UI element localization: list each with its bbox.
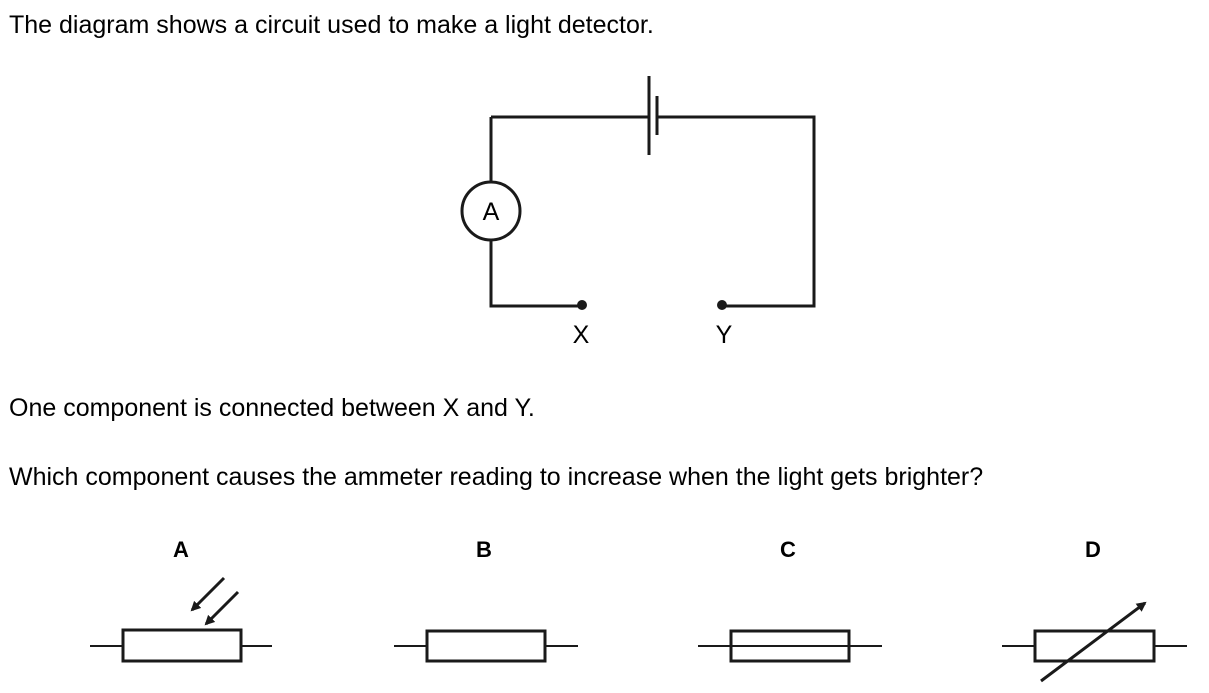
cell-icon (647, 76, 659, 155)
circuit-diagram: A X Y (460, 76, 816, 349)
option-a-label: A (173, 537, 189, 562)
resistor-icon (394, 629, 578, 663)
option-c[interactable]: C (698, 537, 882, 663)
option-b[interactable]: B (394, 537, 578, 663)
fuse-icon (698, 629, 882, 663)
terminal-x (577, 300, 587, 310)
wire-top-right (658, 115, 816, 308)
question-prompt: Which component causes the ammeter readi… (9, 463, 984, 491)
wire-left-lower (489, 240, 581, 308)
option-c-label: C (780, 537, 796, 562)
terminal-y-label: Y (716, 321, 733, 349)
option-a[interactable]: A (90, 537, 272, 663)
ldr-icon (90, 576, 272, 663)
option-d-label: D (1085, 537, 1101, 562)
statement-text: One component is connected between X and… (9, 394, 535, 422)
ammeter-icon: A (460, 180, 522, 242)
terminal-y (717, 300, 727, 310)
terminal-x-label: X (573, 321, 590, 349)
option-d[interactable]: D (1002, 537, 1187, 683)
option-b-label: B (476, 537, 492, 562)
variable-resistor-icon (1002, 601, 1187, 683)
ammeter-label: A (483, 198, 500, 226)
intro-text: The diagram shows a circuit used to make… (9, 11, 654, 39)
